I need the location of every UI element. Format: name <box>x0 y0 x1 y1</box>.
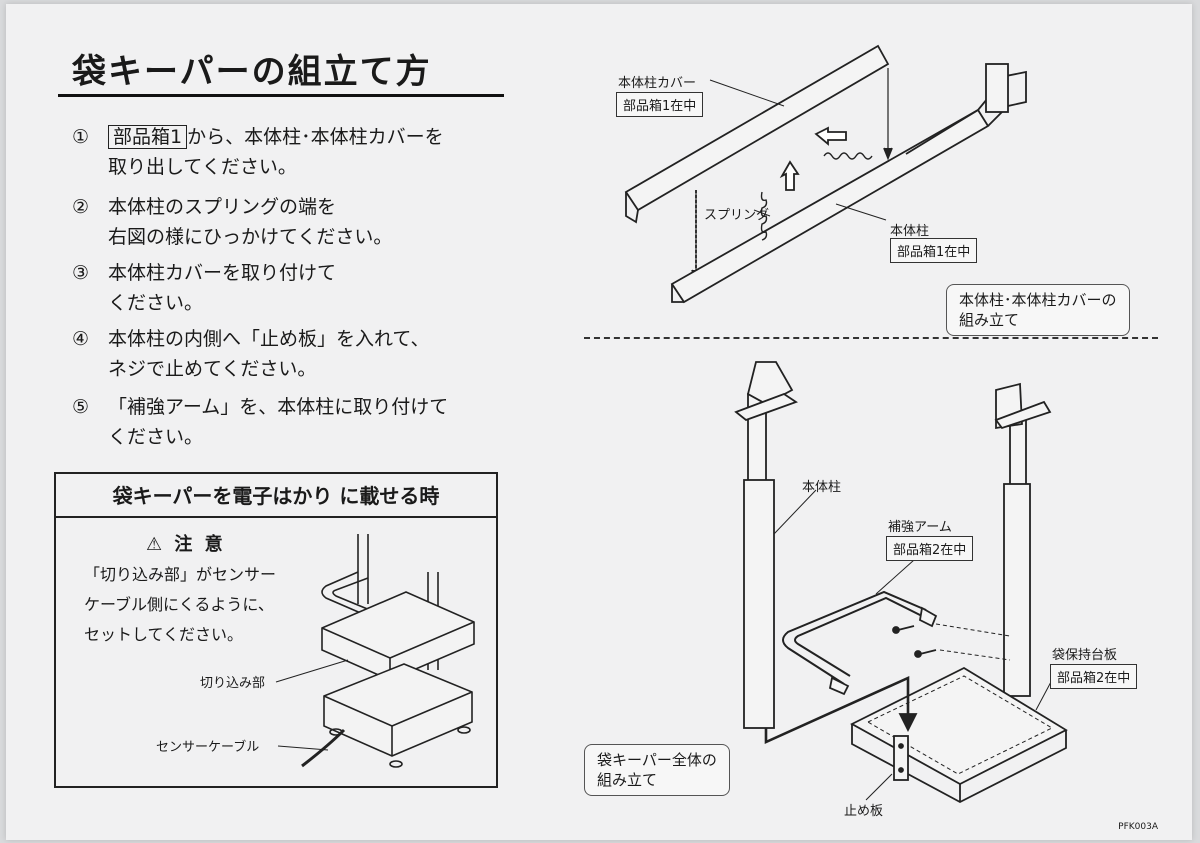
document-code: PFK003A <box>1118 822 1158 832</box>
scale-illustration <box>275 534 475 768</box>
caution-label: ⚠ 注 意 <box>146 534 226 555</box>
note-heading: 袋キーパーを電子はかり に載せる時 <box>56 474 496 518</box>
title-underline <box>58 94 504 97</box>
section-divider <box>584 337 1158 339</box>
step-text: ください。 <box>108 292 204 314</box>
step-number: ④ <box>72 328 90 350</box>
caption-line: 袋キーパー全体の <box>597 751 717 769</box>
step-number: ⑤ <box>72 396 90 418</box>
step-text: 本体柱カバーを取り付けて <box>108 262 337 284</box>
base-parts-box: 部品箱2在中 <box>1050 664 1138 689</box>
stopper-label: 止め板 <box>844 804 884 819</box>
step-3: ③ 本体柱カバーを取り付けて ください。 <box>72 258 336 318</box>
cover-label: 本体柱カバー <box>618 76 697 91</box>
parts-box-label: 部品箱1 <box>108 125 188 149</box>
full-assembly-diagram <box>734 361 1068 804</box>
notch-label: 切り込み部 <box>200 676 266 691</box>
note-line: 「切り込み部」がセンサー <box>84 565 277 584</box>
caption-line: 本体柱･本体柱カバーの <box>959 291 1117 309</box>
arm-parts-box: 部品箱2在中 <box>886 536 974 561</box>
column-cover-diagram <box>624 44 1027 304</box>
step-number: ③ <box>72 262 90 284</box>
step-text: ください。 <box>108 426 204 448</box>
arm-label: 補強アーム <box>888 520 952 535</box>
caption-line: 組み立て <box>597 771 658 789</box>
base-label: 袋保持台板 <box>1052 648 1118 663</box>
column-parts-box: 部品箱1在中 <box>890 238 978 263</box>
bottom-diagram-caption: 袋キーパー全体の 組み立て <box>584 744 730 796</box>
step-text: 本体柱のスプリングの端を <box>108 196 337 218</box>
step-2: ② 本体柱のスプリングの端を 右図の様にひっかけてください。 <box>72 192 392 252</box>
step-number: ① <box>72 126 90 148</box>
bottom-column-label: 本体柱 <box>802 480 842 495</box>
step-text: 本体柱の内側へ「止め板」を入れて、 <box>108 328 430 350</box>
note-text: 「切り込み部」がセンサー ケーブル側にくるように、 セットしてください。 <box>84 560 276 650</box>
step-4: ④ 本体柱の内側へ「止め板」を入れて、 ネジで止めてください。 <box>72 324 429 384</box>
note-line: セットしてください。 <box>84 625 244 644</box>
cover-parts-box: 部品箱1在中 <box>616 92 704 117</box>
step-number: ② <box>72 196 90 218</box>
column-label: 本体柱 <box>890 224 930 239</box>
spring-label: スプリング <box>704 208 770 223</box>
top-diagram-caption: 本体柱･本体柱カバーの 組み立て <box>946 284 1130 336</box>
step-text: 右図の様にひっかけてください。 <box>108 226 393 248</box>
scale-note-box: 袋キーパーを電子はかり に載せる時 ⚠ 注 意 「切り込み部」がセンサー ケーブ… <box>54 472 498 788</box>
page-title: 袋キーパーの組立て方 <box>72 52 432 92</box>
note-line: ケーブル側にくるように、 <box>84 595 274 614</box>
caption-line: 組み立て <box>959 311 1020 329</box>
step-text: 取り出してください。 <box>108 156 297 178</box>
step-text: から、本体柱･本体柱カバーを <box>187 126 444 148</box>
step-text: ネジで止めてください。 <box>108 358 317 380</box>
step-text: 「補強アーム」を、本体柱に取り付けて <box>108 396 449 418</box>
step-5: ⑤ 「補強アーム」を、本体柱に取り付けて ください。 <box>72 392 448 452</box>
sensor-cable-label: センサーケーブル <box>156 740 260 755</box>
